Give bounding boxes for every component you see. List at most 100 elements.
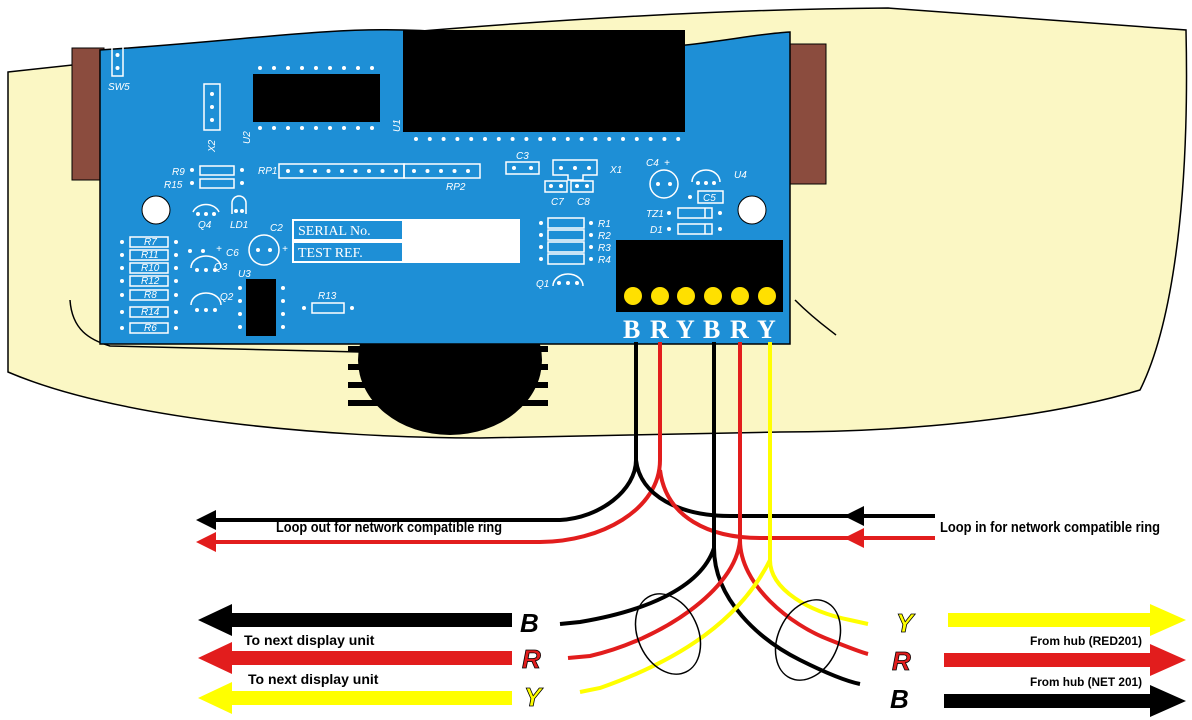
terminal-label-5: R: [730, 315, 749, 344]
silk-c2: C2: [270, 223, 283, 234]
transistor-q2: [190, 292, 222, 306]
label-to-next-2: To next display unit: [248, 671, 379, 687]
housing-side-left: [71, 47, 105, 181]
pin-dot: [427, 137, 432, 141]
wire-next-yellow: [579, 559, 772, 694]
pin-dot: [367, 169, 371, 173]
chip-u2: [253, 74, 380, 122]
pin-dot: [313, 169, 317, 173]
silk-c8: C8: [577, 197, 590, 208]
pin-dot: [552, 137, 556, 141]
silk-tz1: TZ1: [646, 209, 664, 220]
crystal-x1: [552, 159, 598, 181]
pin-dot: [258, 126, 262, 130]
silk-u2: U2: [242, 131, 253, 144]
pin-dot: [281, 325, 285, 329]
pin-dot: [174, 310, 178, 314]
terminal-label-4: B: [703, 315, 720, 344]
pin-dot: [342, 66, 346, 70]
pin-dot: [539, 221, 543, 225]
wire-hub-black: [712, 342, 861, 686]
resistor-outline: [547, 217, 585, 229]
resistor-outline: [129, 262, 169, 274]
wire-letter-left-y: Y: [524, 682, 544, 712]
pin-dot: [238, 325, 242, 329]
sounder-fin-4: [348, 400, 548, 406]
arrow-next-yellow: [198, 682, 512, 714]
silk-c5: C5: [703, 193, 716, 204]
pin-dot: [353, 169, 358, 173]
pin-dot: [524, 137, 529, 141]
pin-dot: [299, 169, 304, 173]
pin-dot: [314, 66, 318, 70]
terminal-pad-5: [731, 287, 749, 305]
pin-dot: [466, 169, 470, 173]
terminal-pad-3: [677, 287, 695, 305]
arrow-loop-out-red: [196, 532, 216, 552]
capacitor-c8: [570, 180, 594, 193]
sounder-fin-3: [348, 382, 548, 388]
test-ref-label-box: [294, 243, 402, 261]
terminal-label-1: B: [623, 315, 640, 344]
pin-dot: [662, 137, 667, 141]
chip-u3: [246, 279, 276, 336]
silk-sw5: SW5: [108, 82, 130, 93]
silk-u1: U1: [392, 119, 403, 132]
silk-r7: R7: [144, 237, 157, 248]
silk-c4: C4: [646, 158, 659, 169]
pin-dot: [412, 169, 416, 173]
capacitor-c5: [697, 190, 724, 204]
pin-dot: [589, 257, 593, 261]
pin-dot: [328, 126, 332, 130]
wire-letter-left-b: B: [520, 608, 539, 638]
wire-hub-red: [738, 342, 869, 656]
resistor-outline: [129, 289, 169, 301]
pin-dot: [174, 326, 178, 330]
arrow-loop-in-black: [844, 506, 864, 526]
pin-dot: [286, 169, 290, 173]
terminal-pad-2: [651, 287, 669, 305]
resistor-bank-left: [120, 236, 178, 334]
chip-u1: [403, 30, 685, 132]
silk-q1: Q1: [536, 279, 549, 290]
pin-dot: [120, 240, 124, 244]
pin-dot: [455, 137, 460, 141]
transistor-q4: [192, 203, 220, 213]
pin-dot: [342, 126, 346, 130]
wire-loop-in-red: [658, 469, 935, 540]
pin-dot: [648, 137, 653, 141]
pin-dot: [634, 137, 639, 141]
pin-dot: [483, 137, 487, 141]
silk-c4-plus: +: [664, 158, 670, 169]
pin-dot: [380, 169, 385, 173]
switch-sw5: [111, 33, 124, 77]
silk-c3: C3: [516, 151, 529, 162]
silk-c6-plus: +: [216, 244, 222, 255]
wire-letter-right-r: R: [892, 646, 911, 676]
pin-dot: [120, 253, 124, 257]
terminal-pad-1: [624, 287, 642, 305]
pin-dot: [328, 66, 332, 70]
pin-dot: [539, 257, 543, 261]
transistor-q3: [190, 255, 222, 269]
cable-ring-right: [774, 599, 842, 681]
pin-dot: [272, 126, 276, 130]
led-ld1: [231, 195, 247, 214]
silk-q3: Q3: [214, 262, 228, 273]
arrow-loop-out-black: [196, 510, 216, 530]
pin-dot: [286, 66, 290, 70]
pin-dot: [441, 137, 446, 141]
wire-letter-right-y: Y: [896, 608, 916, 638]
label-loop-in: Loop in for network compatible ring: [940, 519, 1160, 536]
pin-dot: [621, 137, 625, 141]
u2-pins: [258, 66, 374, 130]
pin-dot: [174, 253, 178, 257]
pin-dot: [174, 293, 178, 297]
test-ref-label: TEST REF.: [298, 246, 363, 261]
pin-dot: [589, 245, 593, 249]
regulator-u4: [691, 169, 721, 183]
pin-dot: [607, 137, 612, 141]
resistor-outline: [547, 253, 585, 265]
serial-label-box: [294, 221, 402, 239]
sounder-fin-1: [348, 346, 548, 352]
